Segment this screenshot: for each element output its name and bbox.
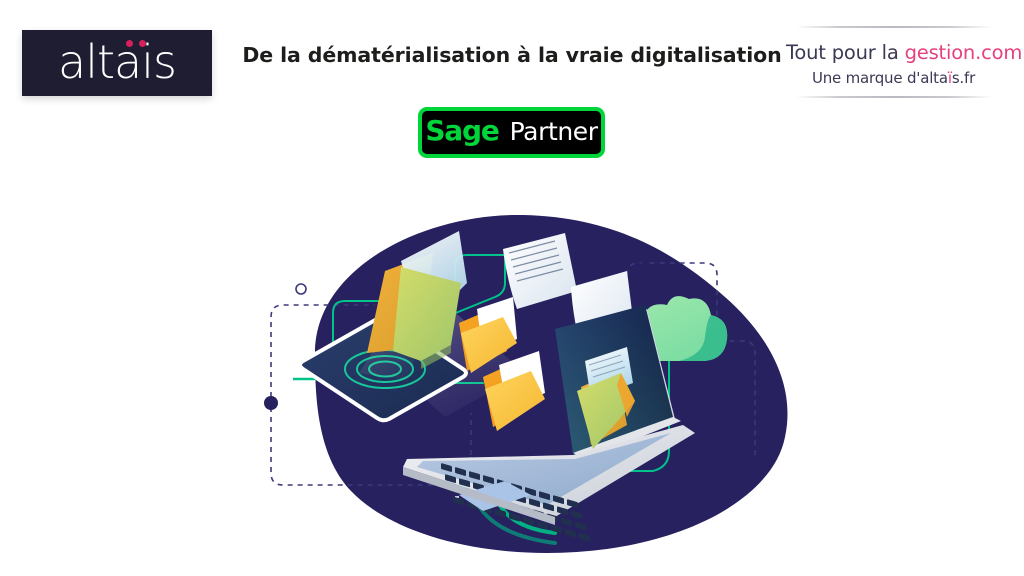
toutpourlagestion-line2: Une marque d'altaïs.fr: [786, 69, 1001, 87]
laptop-screen-folder: [577, 347, 635, 449]
flying-folder-3: [483, 351, 545, 431]
logo-rule-top: [796, 26, 992, 28]
dot-marker-right: [638, 262, 652, 276]
document-1-lines: [508, 240, 564, 282]
screen-folder-paper-lines: [588, 354, 626, 378]
umlaut-dot-left: [125, 39, 133, 47]
altais-umlaut-dots: [124, 39, 156, 48]
altais-wordmark: altais: [58, 39, 177, 88]
toutpourlagestion-prefix: Tout pour la: [786, 41, 905, 64]
flying-folder-1: [367, 231, 467, 369]
logo-rule-bottom: [796, 96, 992, 98]
page-title: De la dématérialisation à la vraie digit…: [242, 43, 782, 67]
circle-outline-left: [295, 283, 307, 295]
dot-marker-left: [264, 396, 278, 410]
tagline-suffix: s.fr: [951, 69, 976, 87]
folder-2-front: [461, 317, 517, 373]
dashed-connector-right: [626, 262, 756, 455]
altais-logo: altais: [22, 30, 212, 96]
toutpourlagestion-logo: Tout pour la gestion.com Une marque d'al…: [786, 26, 1022, 98]
screen-folder-tab: [617, 373, 635, 417]
sage-logo-text: Sage: [425, 114, 500, 147]
tagline-prefix: Une marque d'alta: [811, 69, 948, 87]
toutpourlagestion-domain: gestion.com: [904, 41, 1023, 64]
folder-3-front: [485, 371, 545, 431]
flying-folder-2: [459, 297, 517, 373]
illustration-svg: [264, 214, 788, 553]
umlaut-dot-right: [138, 39, 146, 47]
folder-1-front: [393, 267, 461, 361]
tagline-dots: ï: [947, 69, 952, 87]
laptop-front-edge: [403, 467, 555, 525]
laptop-trackpad: [459, 481, 531, 511]
partner-label: Partner: [509, 117, 598, 146]
altais-wordmark-text: altais: [58, 34, 177, 89]
toutpourlagestion-line1: Tout pour la gestion.com: [786, 41, 1022, 64]
document-1-sheet: [503, 233, 577, 309]
sage-partner-badge: Sage Partner: [418, 107, 605, 158]
folder-1-shadow: [421, 345, 451, 369]
document-digitalization-illustration: [255, 205, 795, 565]
laptop-keyboard-area: [417, 433, 671, 505]
flying-document-1: [503, 233, 577, 309]
cloud-shade: [679, 315, 728, 361]
